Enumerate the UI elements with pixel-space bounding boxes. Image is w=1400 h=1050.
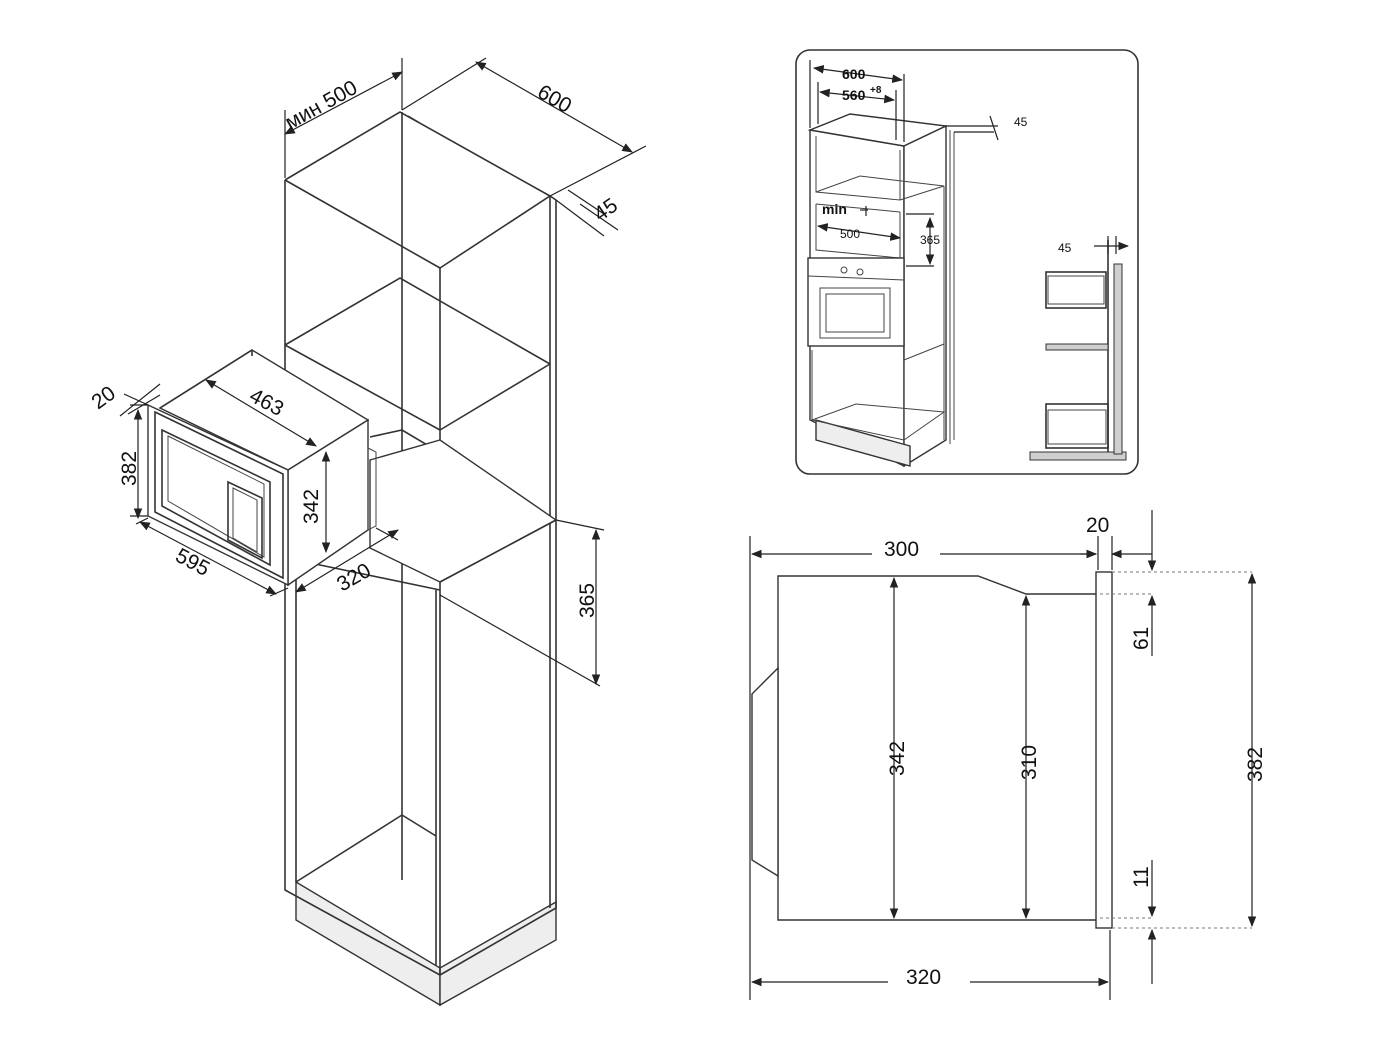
inset-dim-inner-width: 560 +8 bbox=[817, 82, 897, 140]
side-label-bottom-offset: 11 bbox=[1130, 866, 1153, 888]
side-label-body-height: 342 bbox=[886, 741, 909, 776]
iso-label-side-panel: 45 bbox=[590, 194, 622, 226]
inset-dim-width: 600 bbox=[809, 60, 905, 142]
iso-label-depth-min: мин 500 bbox=[281, 76, 361, 134]
inset-label-niche-height: 365 bbox=[920, 233, 940, 247]
iso-label-body-depth: 320 bbox=[333, 559, 375, 596]
inset-label-min-depth: 500 bbox=[840, 227, 860, 241]
inset-cabinet bbox=[807, 113, 955, 468]
side-label-top-depth: 300 bbox=[884, 538, 919, 561]
cabinet-upper-shelf bbox=[284, 277, 551, 365]
side-dim-total-height: 382 bbox=[1244, 572, 1267, 928]
side-body bbox=[777, 575, 1101, 921]
iso-label-frame-depth: 20 bbox=[87, 382, 119, 414]
side-dim-frame: 20 bbox=[1080, 514, 1152, 570]
iso-label-oven-height: 382 bbox=[118, 451, 141, 486]
inset-dim-niche-height: 365 bbox=[906, 213, 940, 267]
iso-dim-oven-height: 382 bbox=[118, 404, 148, 520]
iso-label-body-height: 342 bbox=[300, 489, 323, 524]
side-label-inner-height: 310 bbox=[1018, 745, 1041, 780]
side-dim-top-offset: 61 bbox=[1130, 510, 1157, 656]
inset-label-min: min bbox=[822, 201, 847, 217]
side-dim-inner-height: 310 bbox=[1018, 594, 1041, 920]
side-label-total-height: 382 bbox=[1244, 747, 1267, 782]
side-dim-total-depth: 320 bbox=[750, 930, 1111, 1000]
inset-dim-panel: 45 bbox=[946, 115, 1028, 141]
cabinet-plinth bbox=[295, 880, 441, 1007]
iso-dim-width: 600 bbox=[401, 57, 647, 197]
side-elevation bbox=[751, 571, 1252, 929]
iso-label-oven-width: 595 bbox=[172, 544, 214, 581]
niche-shelf-surface bbox=[369, 439, 558, 583]
side-label-total-depth: 320 bbox=[906, 966, 941, 989]
side-label-frame: 20 bbox=[1086, 514, 1109, 537]
cabinet-plinth-side bbox=[439, 900, 557, 1007]
inset-label-width: 600 bbox=[842, 66, 866, 82]
side-dim-bottom-offset: 11 bbox=[1130, 860, 1157, 984]
iso-dim-depth-min: мин 500 bbox=[281, 58, 403, 178]
cabinet-side-panel bbox=[439, 195, 557, 976]
iso-dim-niche-height: 365 bbox=[439, 519, 605, 687]
inset-label-panel: 45 bbox=[1014, 115, 1028, 129]
iso-dim-side-panel: 45 bbox=[555, 189, 622, 237]
side-back-vent bbox=[751, 666, 779, 878]
inset-dim-min-depth: min 500 bbox=[816, 201, 902, 241]
isometric-cabinet bbox=[284, 111, 558, 1007]
inset-label-inner-width: 560 bbox=[842, 87, 866, 103]
side-label-top-offset: 61 bbox=[1130, 627, 1153, 650]
iso-label-width: 600 bbox=[534, 80, 576, 117]
inset-side-section: 45 bbox=[1029, 236, 1130, 461]
inset-view: 600 560 +8 45 min 500 365 bbox=[795, 49, 1139, 475]
inset-label-side-panel: 45 bbox=[1058, 241, 1072, 255]
side-front-frame bbox=[1095, 571, 1113, 929]
side-dim-body-height: 342 bbox=[886, 576, 909, 920]
side-dim-top-depth: 300 bbox=[749, 536, 1099, 1000]
iso-label-niche-height: 365 bbox=[576, 583, 599, 618]
inset-label-tolerance: +8 bbox=[870, 85, 882, 96]
cabinet-top bbox=[284, 111, 551, 197]
